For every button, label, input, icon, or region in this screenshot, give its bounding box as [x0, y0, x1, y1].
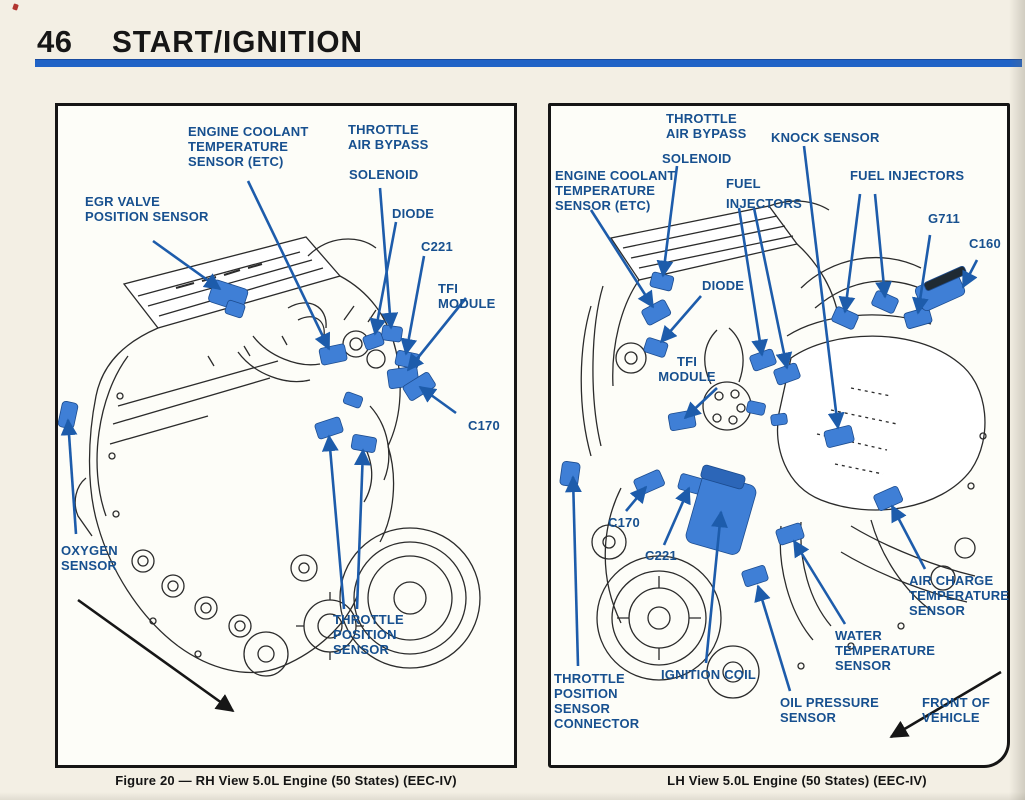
- label-engine-coolant-temperature-sensor: ENGINE COOLANT TEMPERATURE SENSOR (ETC): [188, 124, 309, 170]
- label-engine-coolant-temperature-sensor: ENGINE COOLANT TEMPERATURE SENSOR (ETC): [555, 168, 676, 214]
- figure-caption-rh: Figure 20 — RH View 5.0L Engine (50 Stat…: [115, 773, 457, 788]
- print-speck: [12, 3, 19, 11]
- header-accent-bar: [35, 59, 1022, 67]
- label-throttle-position-sensor-connector: THROTTLE POSITION SENSOR CONNECTOR: [554, 671, 640, 732]
- label-air-charge-temperature-sensor: AIR CHARGE TEMPERATURE SENSOR: [909, 573, 1010, 619]
- figure-panel-rh-view: ENGINE COOLANT TEMPERATURE SENSOR (ETC) …: [55, 103, 517, 768]
- label-throttle-position-sensor: THROTTLE POSITION SENSOR: [333, 612, 404, 658]
- leader-arrows: [564, 145, 979, 692]
- engine-line-art: [580, 200, 987, 699]
- label-tfi-module: TFI MODULE: [438, 281, 496, 312]
- label-water-temperature-sensor: WATER TEMPERATURE SENSOR: [835, 628, 936, 674]
- label-c221: C221: [421, 239, 453, 254]
- engine-diagram-lh-svg: [559, 145, 1002, 739]
- label-egr-valve-position-sensor: EGR VALVE POSITION SENSOR: [85, 194, 209, 225]
- engine-line-art: [74, 236, 481, 677]
- label-throttle-air-bypass: THROTTLE AIR BYPASS: [666, 111, 747, 142]
- label-fuel-injectors-left: FUEL INJECTORS: [726, 176, 802, 212]
- label-c170: C170: [468, 418, 500, 433]
- page-title: START/IGNITION: [112, 24, 363, 59]
- label-diode: DIODE: [702, 278, 745, 293]
- label-oxygen-sensor: OXYGEN SENSOR: [61, 543, 118, 574]
- page-number: 46: [37, 24, 73, 59]
- figure-caption-lh: LH View 5.0L Engine (50 States) (EEC-IV): [667, 773, 927, 788]
- label-c160: C160: [969, 236, 1001, 251]
- engine-diagram-rh-svg: [58, 180, 481, 713]
- label-oil-pressure-sensor: OIL PRESSURE SENSOR: [780, 695, 879, 726]
- label-knock-sensor: KNOCK SENSOR: [771, 130, 880, 145]
- direction-arrow: [889, 670, 1002, 739]
- label-c221: C221: [645, 548, 677, 563]
- page-bottom-shadow: [0, 792, 1025, 800]
- label-g711: G711: [928, 211, 960, 226]
- direction-arrow: [77, 598, 235, 713]
- label-tfi-module: TFI MODULE: [658, 354, 716, 385]
- label-front-of-vehicle: FRONT OF VEHICLE: [922, 695, 991, 726]
- label-ignition-coil: IGNITION COIL: [661, 667, 757, 682]
- label-c170: C170: [608, 515, 640, 530]
- label-fuel-injectors-right: FUEL INJECTORS: [850, 168, 965, 183]
- label-diode: DIODE: [392, 206, 435, 221]
- label-solenoid: SOLENOID: [662, 151, 732, 166]
- page-edge-shadow: [1009, 0, 1025, 800]
- label-solenoid: SOLENOID: [349, 167, 419, 182]
- figure-panel-lh-view: THROTTLE AIR BYPASS SOLENOID KNOCK SENSO…: [548, 103, 1010, 768]
- leader-arrows: [60, 180, 468, 610]
- label-throttle-air-bypass: THROTTLE AIR BYPASS: [348, 122, 429, 153]
